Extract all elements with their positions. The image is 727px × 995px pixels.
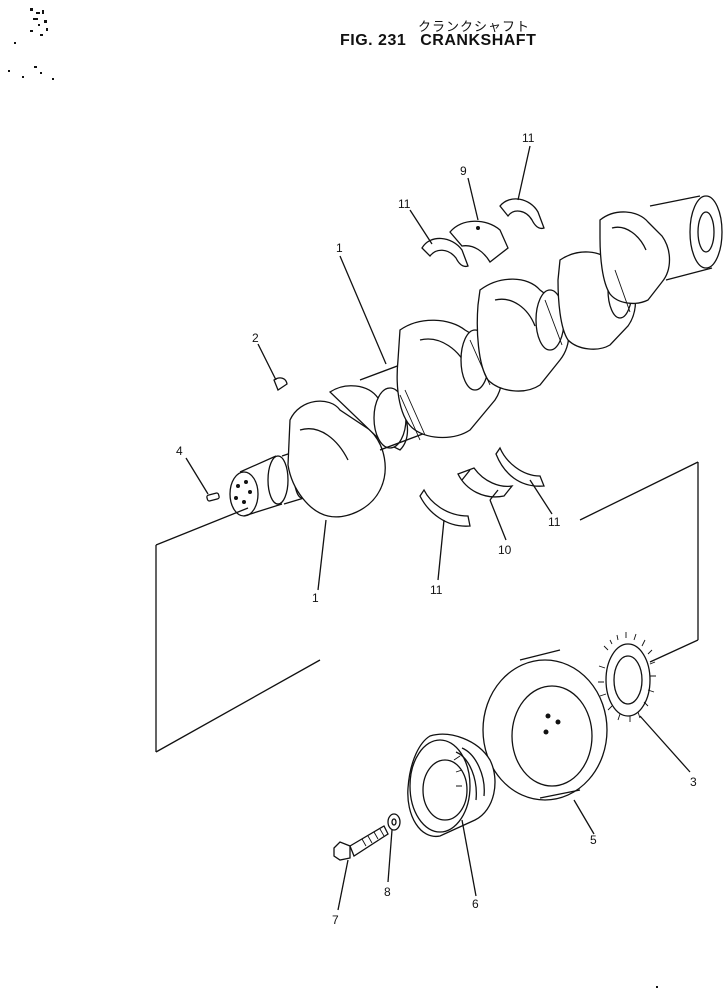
callout-6: 6 — [472, 897, 479, 911]
scan-dot — [656, 986, 658, 988]
callout-4: 4 — [176, 444, 183, 458]
washer — [387, 813, 401, 831]
callout-11-b: 11 — [398, 197, 411, 211]
thrust-washer-lower-left — [419, 488, 471, 527]
figure-title: FIG. 231 CRANKSHAFT — [340, 32, 550, 50]
thrust-washer-lower-right — [495, 446, 545, 487]
callout-7: 7 — [332, 913, 339, 927]
woodruff-key — [273, 377, 288, 391]
thrust-washer-upper-left — [421, 237, 469, 268]
callout-10: 10 — [498, 543, 512, 557]
bolt — [333, 825, 389, 861]
callout-11-d: 11 — [430, 583, 443, 597]
crankshaft — [229, 195, 723, 518]
scan-noise — [8, 8, 54, 80]
callout-11-c: 11 — [548, 515, 561, 529]
leader-lines — [185, 145, 691, 911]
callout-1-lower: 1 — [312, 591, 319, 605]
figure-name: CRANKSHAFT — [420, 32, 537, 49]
callout-11-a: 11 — [522, 131, 535, 145]
thrust-washer-upper-right — [499, 198, 545, 230]
crank-gear — [598, 632, 656, 722]
figure-number: FIG. 231 — [340, 32, 407, 49]
damper — [482, 649, 608, 801]
callout-9: 9 — [460, 164, 467, 178]
main-bearing-upper — [449, 220, 509, 263]
callout-3: 3 — [690, 775, 697, 789]
callout-8: 8 — [384, 885, 391, 899]
dowel-pin — [206, 492, 220, 502]
callout-5: 5 — [590, 833, 597, 847]
callout-2: 2 — [252, 331, 259, 345]
assembly-bracket-lines — [155, 461, 699, 753]
callout-1-upper: 1 — [336, 241, 343, 255]
pulley — [407, 733, 496, 837]
callout-labels: 1 1 2 3 4 5 6 7 8 9 10 11 11 11 11 — [176, 131, 697, 927]
title-japanese: クランクシャフト — [418, 20, 531, 35]
main-bearing-lower — [457, 467, 514, 501]
